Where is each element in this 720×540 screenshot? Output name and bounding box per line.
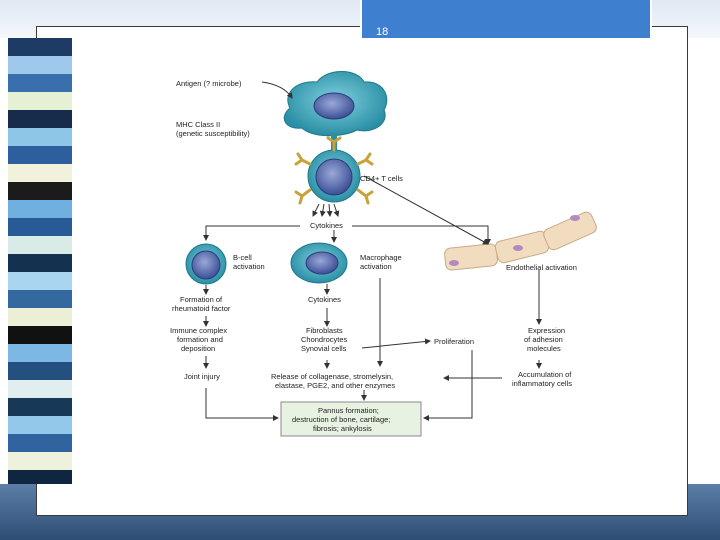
label-fib-3: Synovial cells: [301, 344, 347, 353]
label-bcell-2: activation: [233, 262, 265, 271]
label-pannus-2: destruction of bone, cartilage;: [292, 415, 390, 424]
label-macro-2: activation: [360, 262, 392, 271]
label-release-1: Release of collagenase, stromelysin,: [271, 372, 393, 381]
label-acc-2: inflammatory cells: [512, 379, 572, 388]
label-fib-2: Chondrocytes: [301, 335, 348, 344]
pannus-box: [280, 401, 422, 437]
label-mhc-1: MHC Class II: [176, 120, 220, 129]
label-ic-3: deposition: [181, 344, 215, 353]
label-adh-3: molecules: [527, 344, 561, 353]
label-adh-2: of adhesion: [524, 335, 563, 344]
label-macro-1: Macrophage: [360, 253, 402, 262]
label-adh-1: Expression: [528, 326, 565, 335]
label-mhc-2: (genetic susceptibility): [176, 129, 250, 138]
macrophage-nucleus: [305, 251, 339, 275]
label-rf-2: rheumatoid factor: [172, 304, 231, 313]
slide-content: Antigen (? microbe) MHC Class II (geneti…: [72, 38, 684, 484]
ra-pathogenesis-diagram: Antigen (? microbe) MHC Class II (geneti…: [170, 71, 597, 437]
label-pannus-1: Pannus formation;: [318, 406, 379, 415]
flow-arrows: [203, 81, 542, 421]
label-pannus-3: fibrosis; ankylosis: [313, 424, 372, 433]
label-bcell-1: B-cell: [233, 253, 252, 262]
endothelial-nuclei: [449, 215, 580, 266]
label-ic-2: formation and: [177, 335, 223, 344]
label-joint-injury: Joint injury: [184, 372, 220, 381]
label-rf-1: Formation of: [180, 295, 223, 304]
label-fib-1: Fibroblasts: [306, 326, 343, 335]
label-acc-1: Accumulation of: [518, 370, 572, 379]
label-antigen: Antigen (? microbe): [176, 79, 242, 88]
label-cytokines-top: Cytokines: [310, 221, 343, 230]
label-ic-1: Immune complex: [170, 326, 227, 335]
slide-number-tab: 18: [360, 0, 652, 38]
label-cd4: CD4+ T cells: [360, 174, 403, 183]
label-proliferation: Proliferation: [434, 337, 474, 346]
b-cell-nucleus: [191, 250, 221, 280]
slide-number: 18: [376, 26, 389, 38]
decorative-stripe: [8, 38, 72, 484]
label-endothelial: Endothelial activation: [506, 263, 577, 272]
apc-nucleus: [313, 92, 355, 120]
t-cell-receptors: [294, 136, 374, 205]
label-release-2: elastase, PGE2, and other enzymes: [275, 381, 395, 390]
label-cytokines-mid: Cytokines: [308, 295, 341, 304]
t-cell-nucleus: [315, 158, 353, 196]
